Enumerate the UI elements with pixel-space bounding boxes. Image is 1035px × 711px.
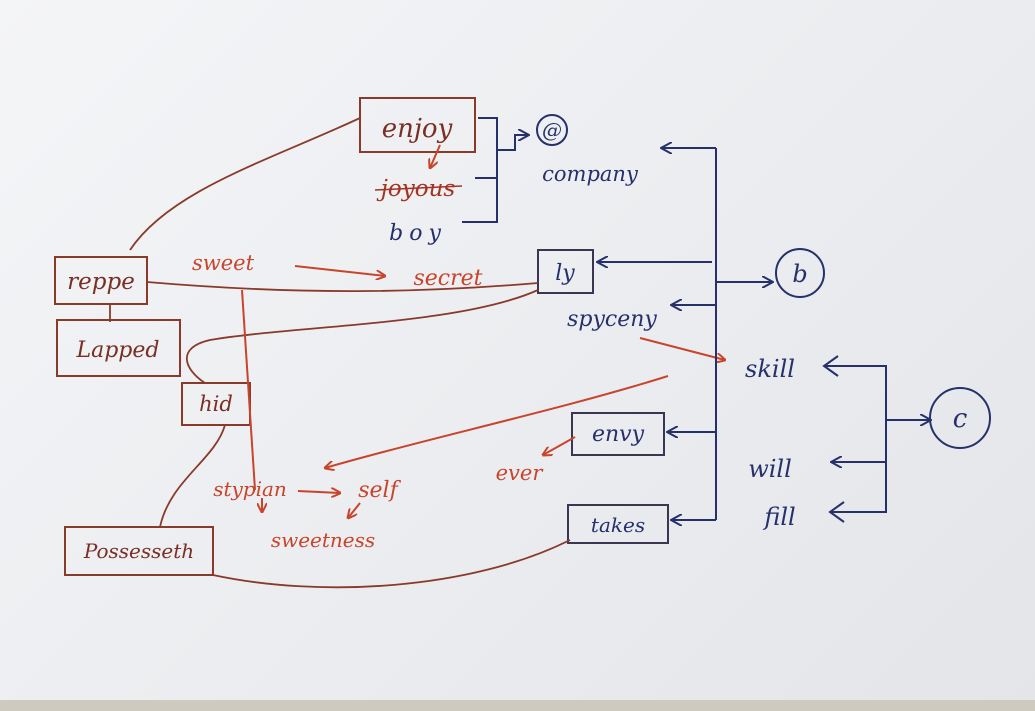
arrow-stypian-self xyxy=(297,491,340,493)
sweetness-label: sweetness xyxy=(271,528,375,552)
link-possesseth-takes xyxy=(212,539,571,589)
arrow-self-sweetness xyxy=(348,502,361,518)
ever-label: ever xyxy=(496,461,545,485)
ly-label: ly xyxy=(555,261,575,286)
at-circle xyxy=(536,114,568,146)
arrow-spyceny-skill xyxy=(639,337,725,360)
hid-label: hid xyxy=(199,392,233,416)
stypian-label: stypian xyxy=(213,477,287,501)
arrow-envy-ever xyxy=(543,436,576,455)
fill-label: fill xyxy=(762,503,795,531)
ly-box xyxy=(537,249,594,294)
joyous-strike xyxy=(374,185,463,191)
envy-label: envy xyxy=(592,422,645,447)
lapped-label: Lapped xyxy=(76,338,160,363)
reppe-label: reppe xyxy=(67,269,135,295)
link-reppe-enjoy xyxy=(129,117,361,251)
bracket-enjoy-boy xyxy=(462,117,498,223)
possesseth-box xyxy=(64,526,214,576)
c-circle xyxy=(929,387,991,449)
takes-label: takes xyxy=(591,513,645,537)
arrow-head-fill xyxy=(828,501,845,523)
b-circle xyxy=(775,248,825,298)
link-reppe-ly xyxy=(146,281,539,293)
envy-box xyxy=(571,412,665,456)
takes-box xyxy=(567,504,669,544)
b-label: b xyxy=(792,260,807,288)
enjoy-label: enjoy xyxy=(382,114,453,144)
sweet-vertical-line xyxy=(241,289,256,491)
link-hid-possesseth xyxy=(159,424,226,528)
reppe-box xyxy=(54,256,148,305)
c-label: c xyxy=(953,404,968,434)
spyceny-label: spyceny xyxy=(567,307,657,332)
arrow-enjoy-joyous xyxy=(430,144,441,168)
will-label: will xyxy=(748,455,792,483)
arrow-head-skill xyxy=(822,355,839,377)
self-label: self xyxy=(358,478,401,503)
link-ly-hid xyxy=(185,289,539,384)
skill-label: skill xyxy=(745,355,795,383)
sweet-label: sweet xyxy=(192,251,255,275)
secret-label: secret xyxy=(413,266,482,291)
possesseth-label: Possesseth xyxy=(83,539,194,563)
boy-label: boy xyxy=(389,221,447,246)
arrow-to-at xyxy=(497,135,528,151)
arrow-long-to-stypian xyxy=(325,375,669,468)
arrow-sweet-secret xyxy=(294,265,385,276)
bracket-skill-fill xyxy=(826,365,887,513)
lapped-box xyxy=(56,319,181,377)
at-label: @ xyxy=(542,118,562,142)
enjoy-box xyxy=(359,97,476,153)
company-label: company xyxy=(542,162,639,186)
